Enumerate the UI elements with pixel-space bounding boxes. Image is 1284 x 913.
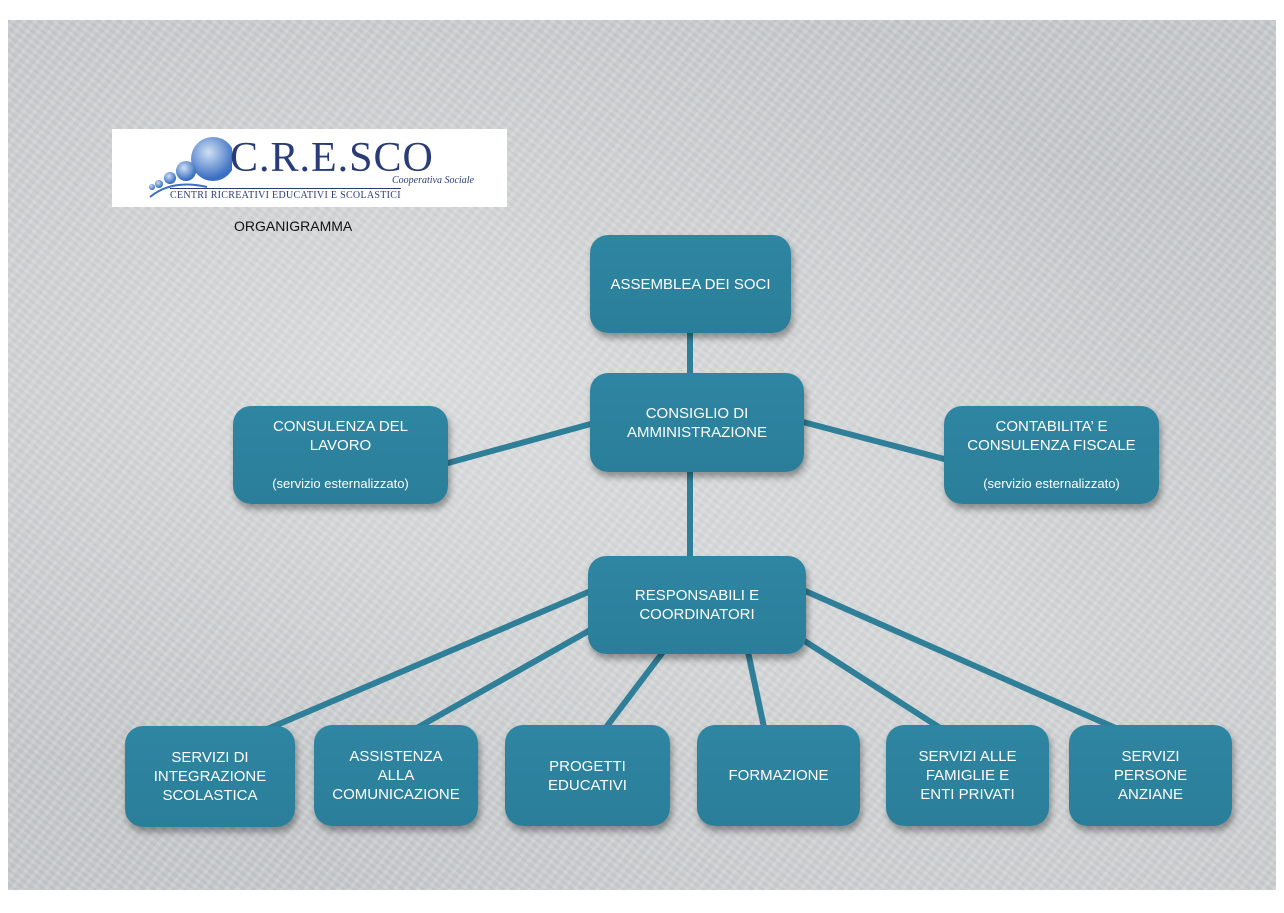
connector-responsabili-assistenza [405, 617, 611, 736]
node-servizi-persone-anziane: SERVIZI PERSONE ANZIANE [1069, 725, 1232, 826]
node-label: SERVIZI PERSONE ANZIANE [1113, 748, 1188, 803]
node-assistenza-alla-comunicazione: ASSISTENZA ALLA COMUNICAZIONE [314, 725, 478, 826]
cresco-logo: C.R.E.SCO Cooperativa Sociale CENTRI RIC… [112, 129, 507, 207]
logo-spheres-icon [149, 137, 232, 198]
connector-consiglio-contabilita [800, 419, 951, 463]
node-content: CONSULENZA DEL LAVORO (servizio esternal… [272, 398, 409, 512]
connector-responsabili-formazione [745, 649, 768, 735]
node-contabilita-consulenza-fiscale: CONTABILITA’ E CONSULENZA FISCALE (servi… [944, 406, 1159, 504]
node-label: CONTABILITA’ E CONSULENZA FISCALE [967, 418, 1136, 454]
connector-responsabili-servizi-integrazione [255, 587, 596, 736]
node-assemblea-dei-soci: ASSEMBLEA DEI SOCI [590, 235, 791, 333]
connector-consiglio-consulenza-lavoro [445, 419, 601, 466]
connector-responsabili-servizi-famiglie [800, 637, 951, 736]
node-consiglio-di-amministrazione: CONSIGLIO DI AMMINISTRAZIONE [590, 373, 804, 472]
page-title: ORGANIGRAMMA [234, 218, 353, 234]
node-label: SERVIZI ALLE FAMIGLIE E ENTI PRIVATI [918, 748, 1017, 803]
node-responsabili-e-coordinatori: RESPONSABILI E COORDINATORI [588, 556, 806, 654]
node-formazione: FORMAZIONE [697, 725, 860, 826]
connector-responsabili-progetti [595, 649, 666, 741]
connector-responsabili-servizi-anziane [800, 587, 1123, 733]
node-label: RESPONSABILI E COORDINATORI [634, 587, 760, 623]
node-note: (servizio esternalizzato) [272, 476, 409, 491]
node-servizi-di-integrazione-scolastica: SERVIZI DI INTEGRAZIONE SCOLASTICA [125, 726, 295, 827]
node-label: SERVIZI DI INTEGRAZIONE SCOLASTICA [153, 749, 267, 804]
node-label: ASSISTENZA ALLA COMUNICAZIONE [332, 748, 460, 803]
node-servizi-alle-famiglie: SERVIZI ALLE FAMIGLIE E ENTI PRIVATI [886, 725, 1049, 826]
node-label: ASSEMBLEA DEI SOCI [610, 275, 771, 293]
node-content: CONTABILITA’ E CONSULENZA FISCALE (servi… [967, 398, 1135, 512]
org-chart-canvas: C.R.E.SCO Cooperativa Sociale CENTRI RIC… [8, 20, 1276, 890]
node-consulenza-del-lavoro: CONSULENZA DEL LAVORO (servizio esternal… [233, 406, 448, 504]
logo-subtitle: CENTRI RICREATIVI EDUCATIVI E SCOLASTICI [170, 188, 401, 201]
node-label: PROGETTI EDUCATIVI [548, 757, 627, 794]
node-note: (servizio esternalizzato) [983, 476, 1120, 491]
node-label: CONSULENZA DEL LAVORO [272, 418, 409, 454]
logo-name: C.R.E.SCO [230, 135, 434, 181]
node-label: CONSIGLIO DI AMMINISTRAZIONE [626, 404, 767, 441]
connector-lines [255, 317, 1123, 741]
node-label: FORMAZIONE [728, 767, 829, 784]
logo-tagline: Cooperativa Sociale [392, 175, 474, 186]
node-progetti-educativi: PROGETTI EDUCATIVI [505, 725, 670, 826]
